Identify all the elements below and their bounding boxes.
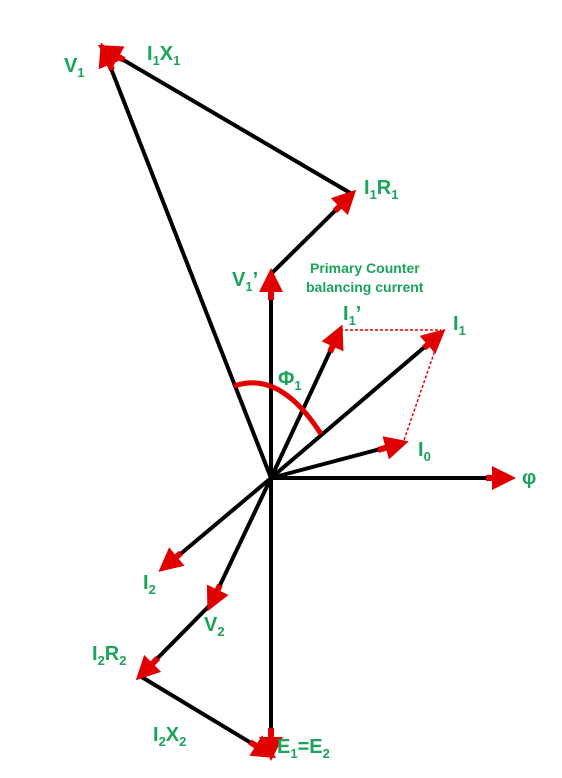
label-i1: I1 [453, 313, 466, 338]
arrow-v2 [206, 583, 229, 612]
arrow-i2x2 [248, 735, 277, 759]
label-e1-equals-e2: E1=E2 [277, 736, 330, 761]
label-i1-prime: I1’ [343, 303, 361, 328]
label-i2x2: I2X2 [153, 724, 186, 749]
arrow-i1x1 [97, 45, 126, 68]
phasor-lines [101, 46, 512, 757]
label-phi1: Φ1 [278, 368, 302, 393]
arrow-i2r2 [135, 654, 162, 681]
label-balancing-current: balancing current [306, 279, 424, 295]
arrow-i1r1 [330, 189, 357, 216]
label-flux: φ [522, 467, 536, 489]
label-i2: I2 [143, 572, 156, 597]
phi1-angle-arc [233, 380, 324, 436]
arrow-i2 [158, 547, 185, 572]
arrow-i1 [419, 329, 446, 354]
line-v2-phasor [209, 476, 273, 606]
label-i1r1: I1R1 [364, 177, 398, 202]
label-v2: V2 [204, 614, 225, 639]
phasor-arrows [97, 42, 516, 761]
line-i1-phasor [269, 331, 443, 480]
line-i1x1-drop [101, 46, 354, 196]
dashed-i1-to-i0 [402, 332, 442, 444]
line-v1-resultant [101, 46, 273, 480]
label-i1x1: I1X1 [147, 43, 180, 68]
line-i1-prime-phasor [269, 328, 342, 480]
label-v1: V1 [64, 55, 85, 80]
construction-lines [340, 329, 442, 444]
label-i0: I0 [418, 439, 431, 464]
arrow-i0 [377, 436, 409, 460]
line-i2x2-drop [138, 674, 273, 757]
label-v1-prime: V1’ [232, 269, 258, 294]
phasor-labels: V1 I1X1 I1R1 V1’ Primary Counter balanci… [64, 43, 536, 761]
label-primary-counter: Primary Counter [310, 260, 420, 276]
arrow-i1-prime [321, 324, 344, 354]
label-i2r2: I2R2 [92, 643, 126, 668]
